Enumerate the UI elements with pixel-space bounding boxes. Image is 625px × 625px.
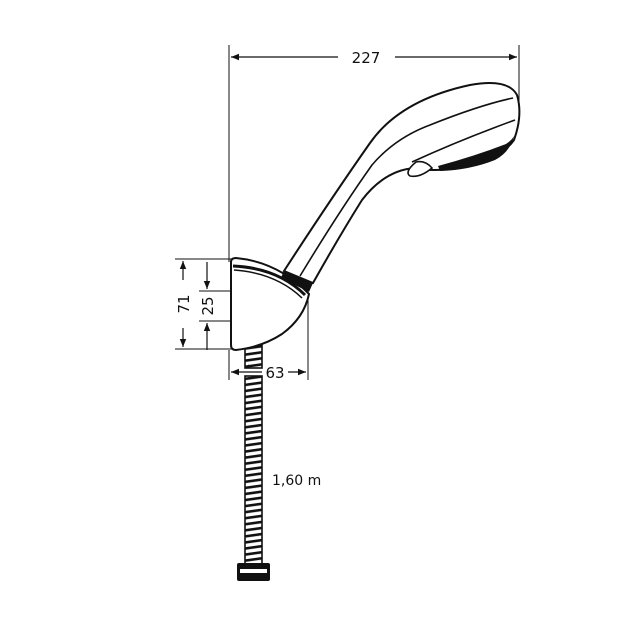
dimension-label-63: 63 <box>265 364 284 382</box>
handle-collar <box>281 270 313 292</box>
dimension-bracket-height: 71 <box>175 258 232 350</box>
dimension-label-227: 227 <box>352 49 381 67</box>
dimension-label-71: 71 <box>175 294 193 313</box>
dimension-label-25: 25 <box>199 296 217 315</box>
hand-shower <box>281 82 521 292</box>
dimension-bracket-depth: 63 <box>228 298 309 382</box>
dimension-bracket-inner: 25 <box>199 262 232 350</box>
spray-face <box>438 136 514 171</box>
dimension-overall-length: 227 <box>228 45 520 262</box>
hose-length-label: 1,60 m <box>272 473 321 489</box>
